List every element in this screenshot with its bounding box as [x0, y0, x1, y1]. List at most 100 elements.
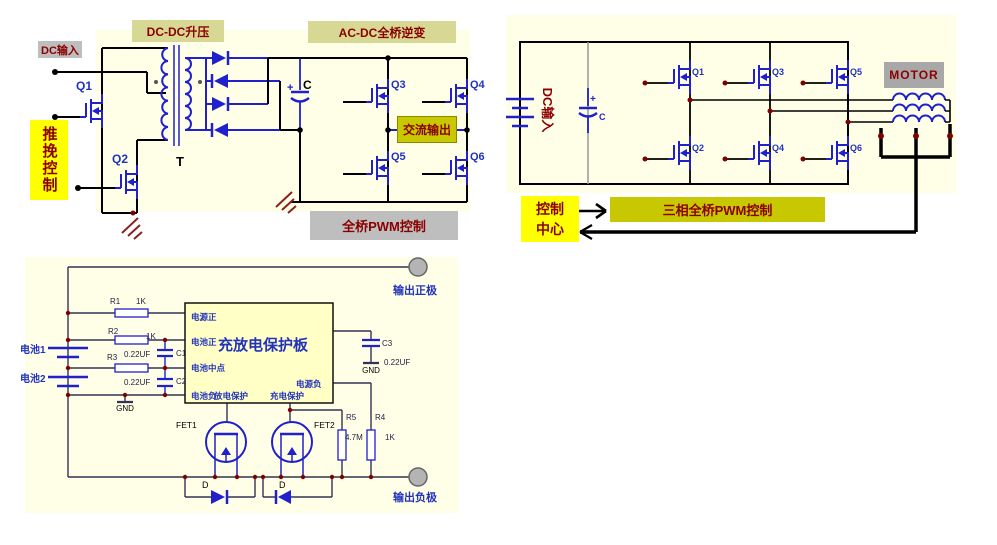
- junction-dot: [297, 127, 303, 133]
- dc-bus-capacitor-icon: [290, 58, 310, 130]
- dc-input-label: DC输入: [38, 41, 82, 58]
- junction-dot: [464, 127, 470, 133]
- pin-power-pos: 电源正: [191, 312, 217, 322]
- motor-windings-icon: [892, 92, 946, 123]
- winding-tap-dots: [878, 133, 953, 139]
- star-point-wire: [945, 99, 951, 123]
- gnd-right-label: GND: [362, 366, 380, 375]
- q6-ref: Q6: [850, 143, 862, 153]
- control-arrow: [579, 202, 607, 220]
- junction-dot: [385, 127, 391, 133]
- battery2-label: 电池2: [20, 372, 46, 385]
- r4-value: 1K: [385, 433, 395, 442]
- q3-ref: Q3: [391, 79, 406, 91]
- dc-input-vertical-label: DC输入: [540, 87, 556, 133]
- battery-protection-circuit: 电池1 电池2 R1 1K R2 1K R3 0.22UF C1 0.22UF …: [20, 257, 458, 513]
- pin-batt-mid: 电池中点: [191, 363, 226, 373]
- c2-value: 0.22UF: [124, 378, 150, 387]
- output-positive-terminal: [408, 257, 428, 277]
- pin-batt-pos: 电池正: [191, 337, 217, 347]
- transformer-icon: [160, 45, 192, 146]
- q5-ref: Q5: [391, 151, 406, 163]
- cap-ref: C: [599, 112, 606, 122]
- pushpull-control-label: 推挽控制: [30, 120, 68, 200]
- fet2-ref: FET2: [314, 420, 335, 430]
- output-positive-label: 输出正极: [393, 283, 438, 297]
- three-phase-pwm-label: 三相全桥PWM控制: [610, 197, 825, 222]
- board-title: 充放电保护板: [218, 336, 309, 354]
- pin-batt-neg: 电池负: [191, 391, 217, 401]
- bus-capacitor-icon: [578, 88, 598, 133]
- protection-board: [184, 302, 334, 404]
- bridge-pwm-label: 全桥PWM控制: [310, 211, 458, 240]
- input-terminal-dot: [52, 69, 58, 75]
- input-terminal-dot: [52, 114, 58, 120]
- battery-cells-icon: [48, 346, 88, 388]
- circuit2-background: [506, 15, 956, 193]
- gnd-left-label: GND: [116, 404, 134, 413]
- r3-ref: R3: [107, 353, 118, 362]
- dcdc-boost-label: DC-DC升压: [132, 20, 224, 42]
- control-center-label: 控制中心: [521, 196, 579, 242]
- divider-resistors: [114, 308, 376, 461]
- junction-dot: [130, 210, 136, 216]
- filter-capacitors: [157, 338, 380, 395]
- motor-label: MOTOR: [884, 62, 944, 88]
- output-negative-terminal: [408, 467, 428, 487]
- junction-dot: [385, 55, 391, 61]
- r5-value: 4.7M: [345, 433, 363, 442]
- ac-output-label: 交流输出: [397, 116, 457, 143]
- cap-polarity: +: [590, 94, 596, 105]
- cap-ref: C: [303, 78, 312, 92]
- diode2-ref: D: [279, 480, 286, 490]
- battery-icon: [506, 97, 534, 128]
- junction-dots: [65, 310, 374, 480]
- q4-ref: Q4: [772, 143, 784, 153]
- c2-ref: C2: [176, 377, 187, 386]
- ground-icon: [121, 217, 143, 240]
- fet2-icon: [271, 421, 313, 477]
- r2-ref: R2: [108, 327, 119, 336]
- feedback-arrowhead-icon: [579, 224, 593, 240]
- r5-ref: R5: [346, 413, 357, 422]
- q5-ref: Q5: [850, 67, 862, 77]
- dc-bus-box: [519, 41, 849, 185]
- q1-ref: Q1: [692, 67, 704, 77]
- phase-lines: [690, 99, 893, 123]
- phase-dot: [198, 80, 202, 84]
- c1-value: 0.22UF: [124, 350, 150, 359]
- motor-drive-circuit: + C Q1 Q2 Q3 Q4 Q5 Q6: [506, 15, 956, 240]
- gnd-icons: [117, 361, 379, 404]
- c1-ref: C1: [176, 349, 187, 358]
- pin-power-neg: 电源负: [296, 379, 322, 389]
- c3-ref: C3: [382, 339, 393, 348]
- r2-value: 1K: [146, 332, 156, 341]
- acdc-inverter-label: AC-DC全桥逆变: [308, 21, 456, 43]
- phase-dot: [154, 80, 158, 84]
- diode1-ref: D: [202, 480, 209, 490]
- q6-ref: Q6: [470, 151, 485, 163]
- q1-ref: Q1: [76, 79, 92, 93]
- rectifier-diodes: [185, 51, 300, 137]
- battery1-label: 电池1: [20, 343, 46, 356]
- pushpull-primary-wiring: [55, 47, 168, 214]
- q3-ref: Q3: [772, 67, 784, 77]
- q2-ref: Q2: [112, 152, 128, 166]
- r1-ref: R1: [110, 297, 121, 306]
- r1-value: 1K: [136, 297, 146, 306]
- output-negative-label: 输出负极: [393, 490, 438, 504]
- gate-dots: [642, 80, 851, 162]
- transformer-ref: T: [176, 154, 184, 169]
- c3-value: 0.22UF: [384, 358, 410, 367]
- input-terminal-dot: [75, 185, 81, 191]
- q4-ref: Q4: [470, 79, 486, 91]
- pin-charge: 充电保护: [270, 391, 305, 401]
- fet1-ref: FET1: [176, 420, 197, 430]
- fet1-icon: [205, 421, 247, 477]
- q2-ref: Q2: [692, 143, 704, 153]
- r4-ref: R4: [375, 413, 386, 422]
- pin-discharge: 放电保护: [213, 391, 249, 401]
- hall-feedback-wires: [580, 124, 952, 234]
- cap-polarity: +: [287, 82, 293, 94]
